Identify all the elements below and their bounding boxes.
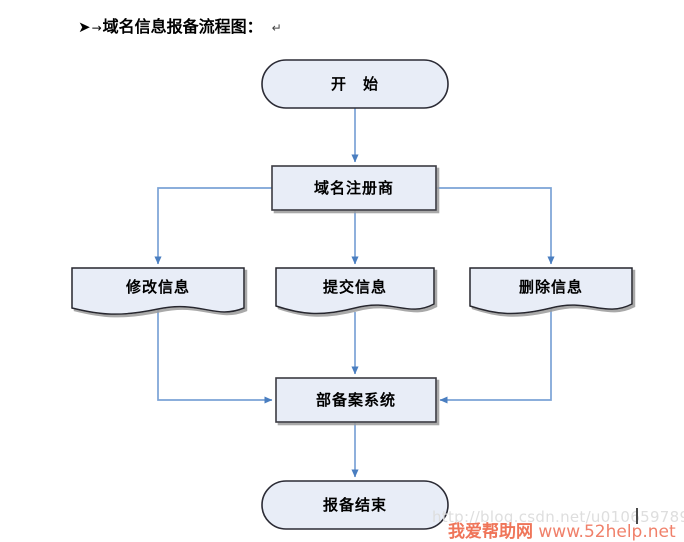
- node-submit-label: 提交信息: [323, 278, 387, 296]
- node-modify-label: 修改信息: [125, 278, 190, 296]
- node-end[interactable]: 报备结束: [261, 480, 449, 530]
- site-watermark: 我爱帮助网 www.52help.net: [448, 517, 676, 542]
- node-submit-shape: [275, 267, 435, 315]
- edge-modify-to-filing: [157, 308, 273, 404]
- node-modify-shape: [71, 267, 245, 315]
- node-filing-system[interactable]: 部备案系统: [275, 377, 437, 423]
- node-end-label: 报备结束: [323, 496, 387, 514]
- edge-registrar-to-modify: [154, 187, 272, 265]
- text-cursor: [636, 508, 638, 524]
- node-registrar-shape: [271, 165, 437, 211]
- node-registrar[interactable]: 域名注册商: [271, 165, 437, 211]
- site-watermark-cn: 我爱帮助网: [448, 522, 533, 542]
- edge-delete-to-filing: [439, 308, 552, 404]
- page-title: ➤ → 域名信息报备流程图： ↵: [78, 13, 282, 37]
- edge-registrar-to-delete: [436, 187, 555, 265]
- site-watermark-url: www.52help.net: [538, 522, 676, 542]
- node-filing-system-shape: [275, 377, 437, 423]
- node-start[interactable]: 开 始: [261, 59, 449, 109]
- background-watermark: http://blog.csdn.net/u010659789: [432, 508, 684, 526]
- node-modify[interactable]: 修改信息: [71, 267, 245, 315]
- tab-arrow-icon: →: [91, 21, 102, 35]
- node-delete[interactable]: 删除信息: [469, 267, 633, 315]
- node-start-shape: [261, 59, 449, 109]
- paragraph-mark-icon: ↵: [271, 21, 282, 35]
- page-title-text: 域名信息报备流程图：: [102, 17, 263, 36]
- node-submit[interactable]: 提交信息: [275, 267, 435, 315]
- node-end-shape: [261, 480, 449, 530]
- connector-layer: [154, 108, 555, 478]
- node-delete-label: 删除信息: [519, 278, 583, 296]
- node-filing-system-label: 部备案系统: [316, 391, 396, 409]
- node-delete-shape: [469, 267, 633, 315]
- bullet-arrow-icon: ➤: [78, 18, 91, 36]
- node-start-label: 开 始: [331, 75, 379, 93]
- node-registrar-label: 域名注册商: [314, 179, 394, 197]
